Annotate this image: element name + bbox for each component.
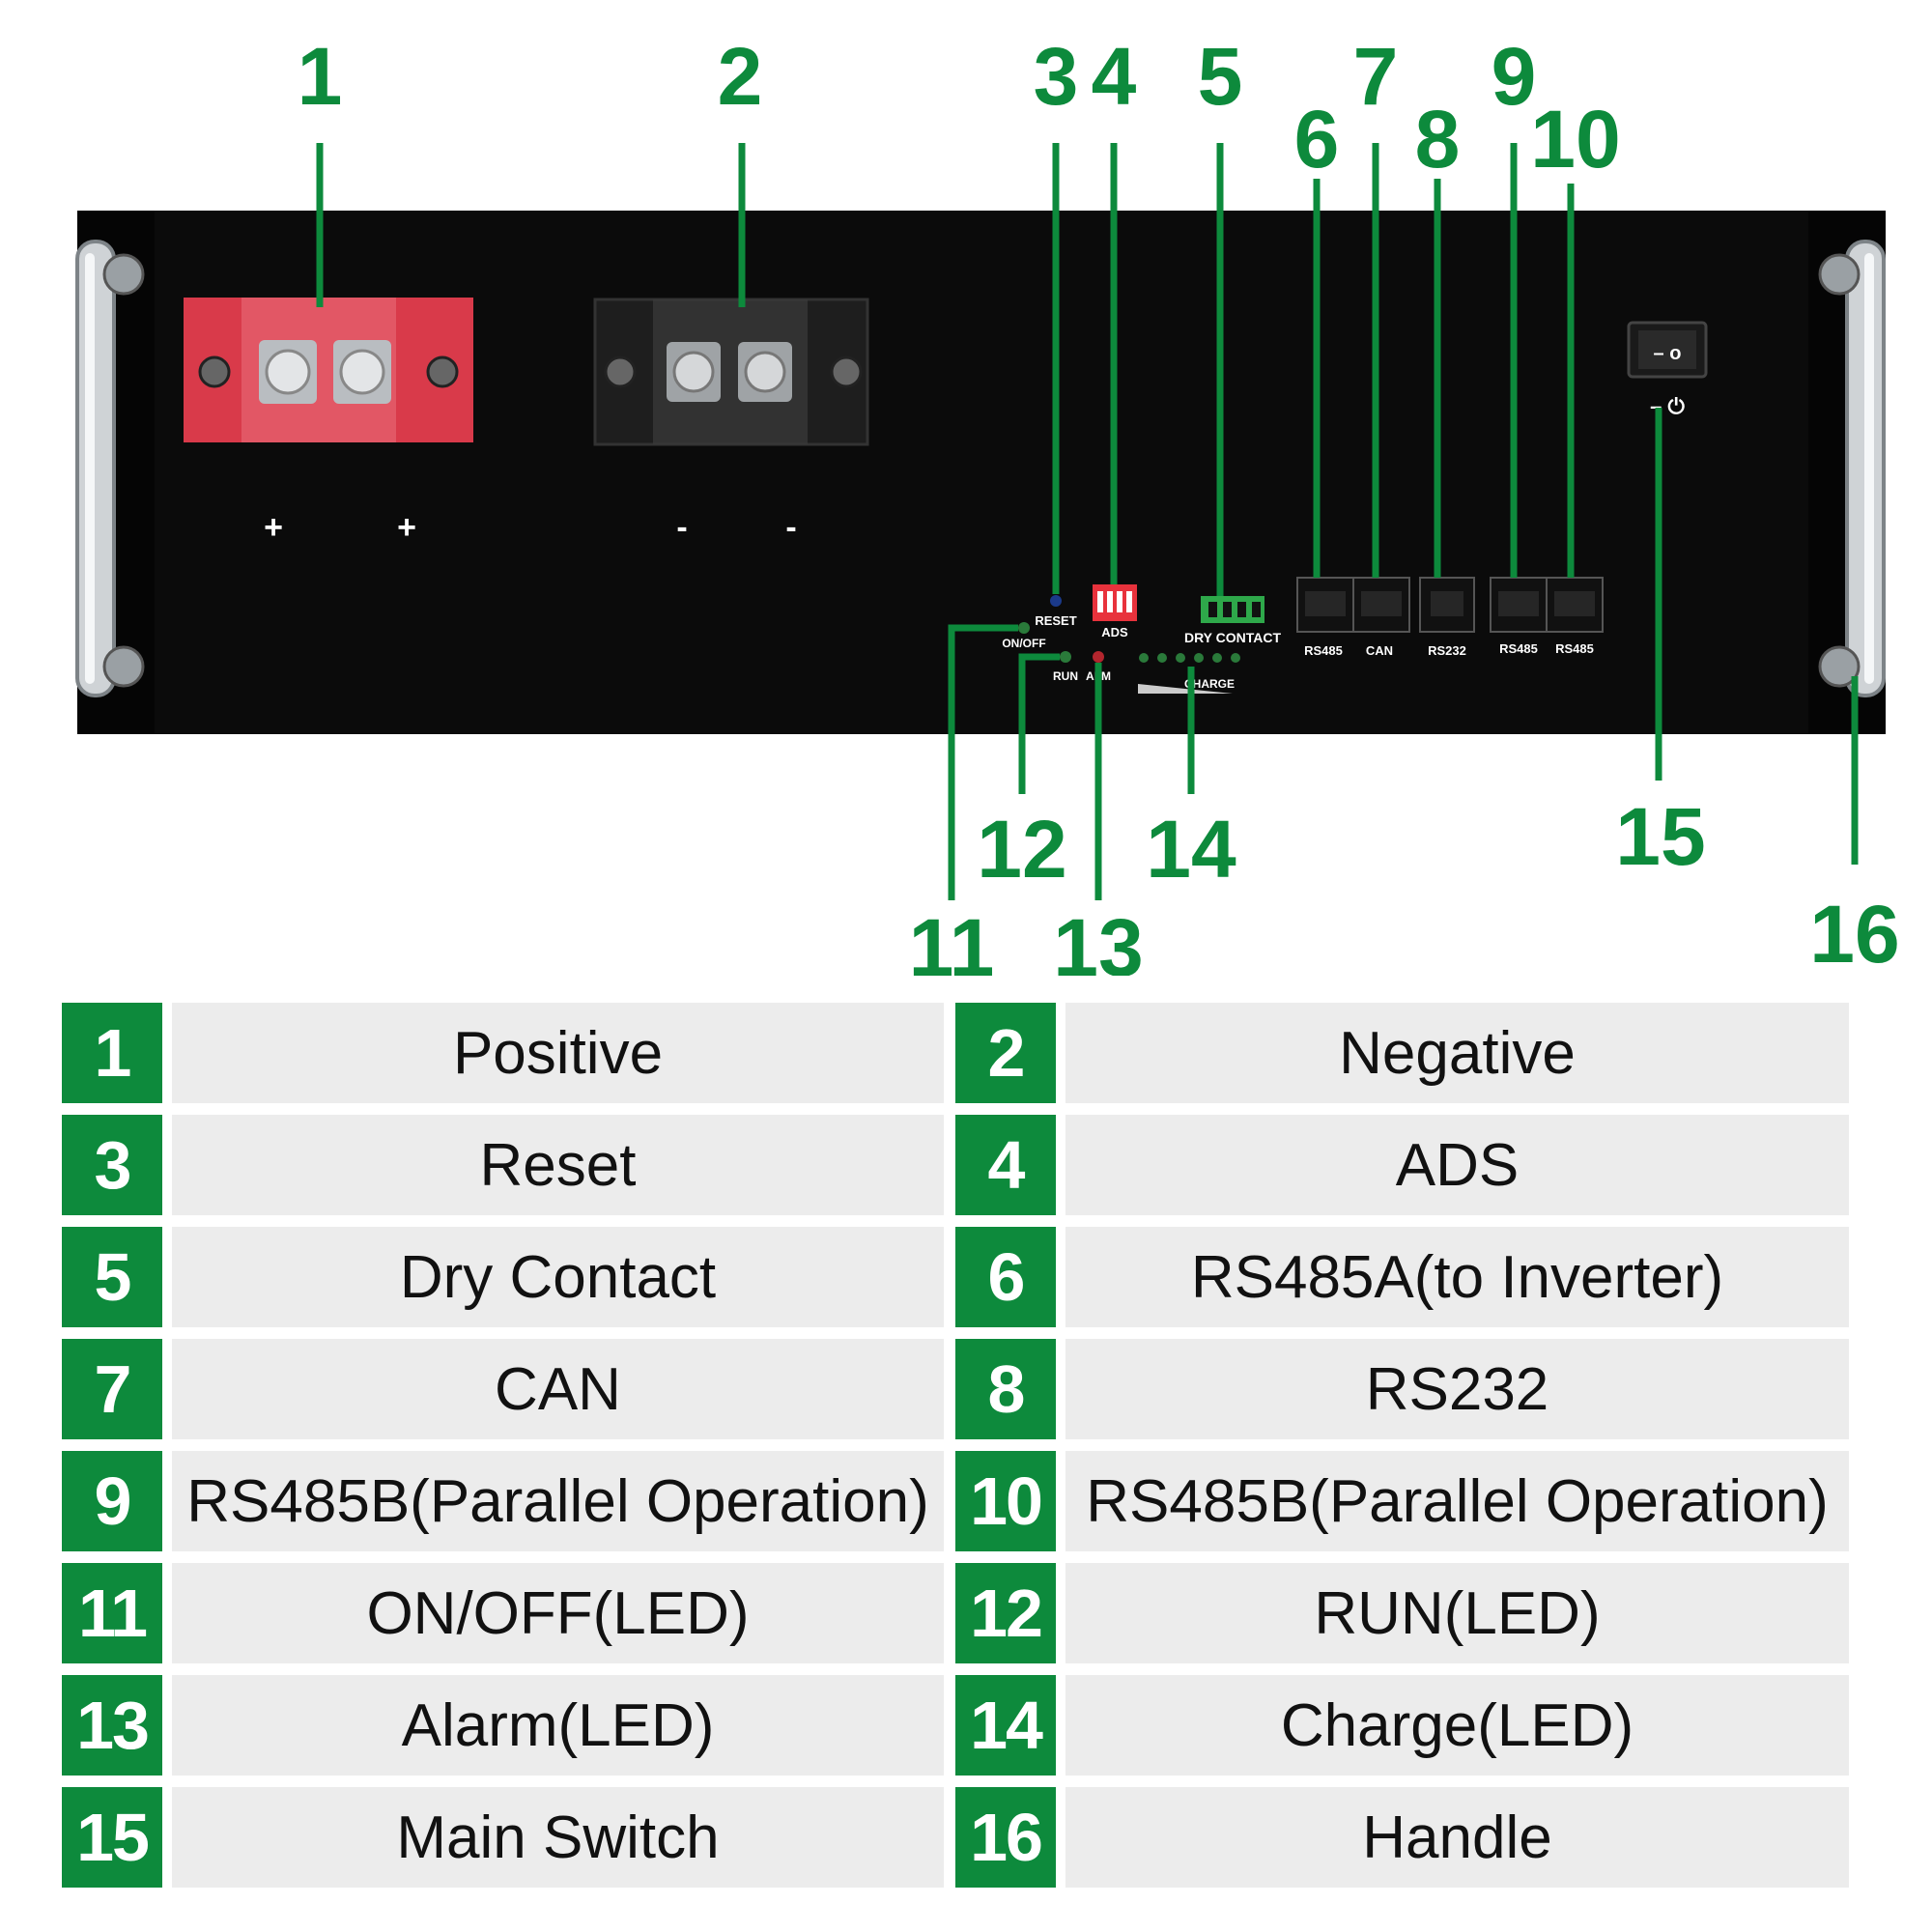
- positive-sign-1: +: [264, 509, 283, 546]
- legend-label-15: Main Switch: [172, 1787, 944, 1888]
- callout-8: 8: [1415, 94, 1461, 185]
- callout-5: 5: [1198, 31, 1243, 122]
- legend-label-7: CAN: [172, 1339, 944, 1439]
- battery-front-panel-diagram: + + - - RESET ADS DRY CONTACT ON/OFF RUN…: [75, 31, 1900, 976]
- rs485a-port: [1296, 577, 1354, 633]
- port2-label: CAN: [1366, 643, 1393, 658]
- legend-num-5: 5: [62, 1227, 162, 1327]
- legend-num-15: 15: [62, 1787, 162, 1888]
- legend-num-4: 4: [955, 1115, 1056, 1215]
- legend-num-14: 14: [955, 1675, 1056, 1776]
- charge-leds: [1139, 653, 1240, 663]
- callout-11: 11: [909, 902, 995, 976]
- switch-symbol-top: – o: [1654, 343, 1682, 364]
- run-label: RUN: [1053, 669, 1078, 683]
- legend-label-13: Alarm(LED): [172, 1675, 944, 1776]
- port3-label: RS232: [1428, 643, 1466, 658]
- charge-wedge: [1138, 684, 1233, 694]
- callout-7: 7: [1353, 31, 1399, 122]
- legend-label-14: Charge(LED): [1065, 1675, 1849, 1776]
- legend-num-13: 13: [62, 1675, 162, 1776]
- reset-button: [1050, 595, 1062, 607]
- on-off-led: [1018, 622, 1030, 634]
- legend-label-4: ADS: [1065, 1115, 1849, 1215]
- callout-6: 6: [1294, 94, 1340, 185]
- callout-14: 14: [1146, 804, 1236, 895]
- legend-label-6: RS485A(to Inverter): [1065, 1227, 1849, 1327]
- legend-label-5: Dry Contact: [172, 1227, 944, 1327]
- legend-num-8: 8: [955, 1339, 1056, 1439]
- legend-label-8: RS232: [1065, 1339, 1849, 1439]
- battery-panel: [77, 211, 1886, 734]
- legend-num-9: 9: [62, 1451, 162, 1551]
- rs485b-port-1: [1490, 577, 1548, 633]
- legend-num-2: 2: [955, 1003, 1056, 1103]
- callout-16: 16: [1809, 889, 1899, 976]
- callout-leaders: [316, 143, 1859, 900]
- legend-num-3: 3: [62, 1115, 162, 1215]
- left-handle: [75, 240, 145, 697]
- ads-label: ADS: [1101, 625, 1128, 639]
- reset-label: RESET: [1035, 613, 1076, 628]
- alarm-led: [1093, 651, 1104, 663]
- negative-terminal-block: [593, 298, 869, 446]
- legend-label-16: Handle: [1065, 1787, 1849, 1888]
- legend-label-10: RS485B(Parallel Operation): [1065, 1451, 1849, 1551]
- legend-label-1: Positive: [172, 1003, 944, 1103]
- legend-num-6: 6: [955, 1227, 1056, 1327]
- legend-num-1: 1: [62, 1003, 162, 1103]
- rs232-port: [1419, 577, 1475, 633]
- legend-num-7: 7: [62, 1339, 162, 1439]
- callout-3: 3: [1034, 31, 1079, 122]
- right-handle: [1818, 240, 1886, 697]
- can-port: [1352, 577, 1410, 633]
- legend-num-12: 12: [955, 1563, 1056, 1663]
- callout-10: 10: [1530, 94, 1620, 185]
- legend-num-10: 10: [955, 1451, 1056, 1551]
- on-off-label: ON/OFF: [1002, 637, 1045, 650]
- callout-13: 13: [1053, 902, 1143, 976]
- callout-15: 15: [1615, 791, 1705, 882]
- run-led: [1060, 651, 1071, 663]
- main-switch: [1627, 321, 1708, 379]
- dry-contact-label: DRY CONTACT: [1184, 630, 1282, 645]
- negative-sign-1: -: [676, 509, 687, 546]
- port1-label: RS485: [1304, 643, 1343, 658]
- port5-label: RS485: [1555, 641, 1594, 656]
- legend-label-12: RUN(LED): [1065, 1563, 1849, 1663]
- legend-table: 1 Positive 2 Negative 3 Reset 4 ADS 5 Dr…: [62, 1003, 1880, 1888]
- legend-num-16: 16: [955, 1787, 1056, 1888]
- callout-9: 9: [1492, 31, 1537, 122]
- legend-label-2: Negative: [1065, 1003, 1849, 1103]
- legend-num-11: 11: [62, 1563, 162, 1663]
- legend-label-3: Reset: [172, 1115, 944, 1215]
- callout-1: 1: [298, 31, 343, 122]
- callout-2: 2: [718, 31, 763, 122]
- legend-label-11: ON/OFF(LED): [172, 1563, 944, 1663]
- callout-4: 4: [1092, 31, 1137, 122]
- charge-label: CHARGE: [1184, 677, 1235, 691]
- positive-sign-2: +: [397, 509, 416, 546]
- positive-terminal-block: [184, 298, 473, 442]
- rs485b-port-2: [1546, 577, 1604, 633]
- port4-label: RS485: [1499, 641, 1538, 656]
- legend-label-9: RS485B(Parallel Operation): [172, 1451, 944, 1551]
- negative-sign-2: -: [785, 509, 796, 546]
- callout-12: 12: [977, 804, 1066, 895]
